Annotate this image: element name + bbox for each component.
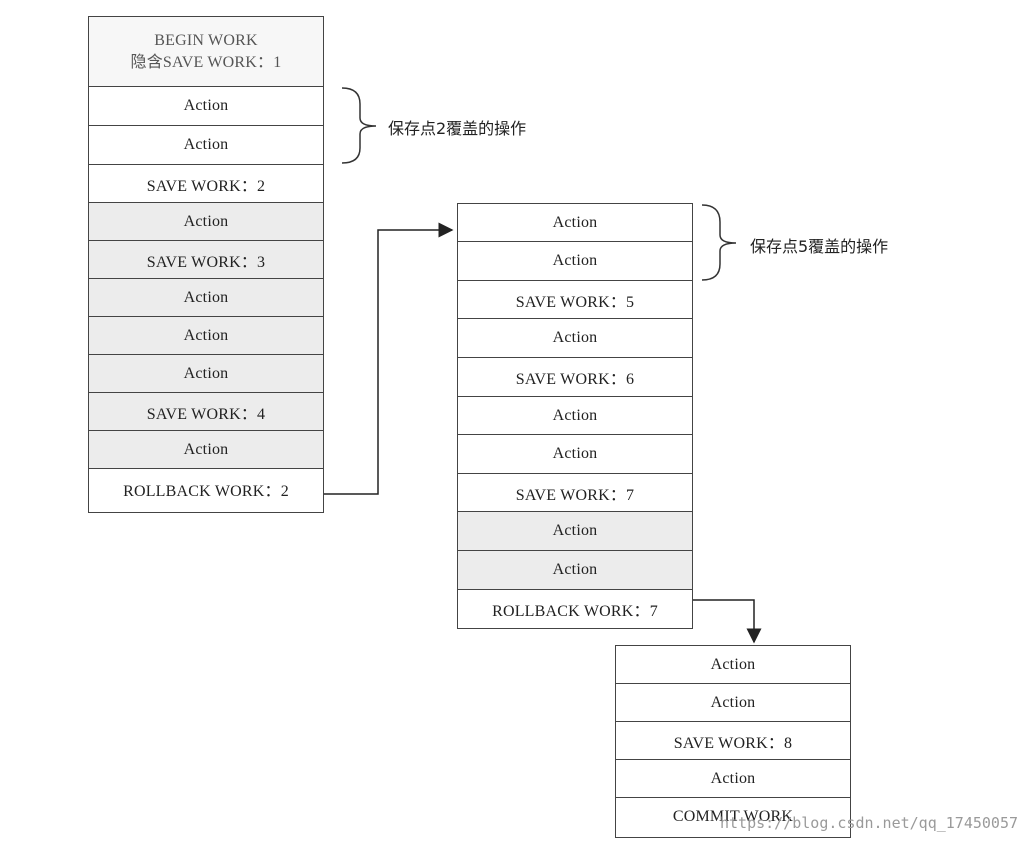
step-cell: Action <box>89 431 323 469</box>
step-cell: Action <box>616 684 850 722</box>
rollback-cell: ROLLBACK WORK：2 <box>123 483 289 500</box>
step-cell: Action <box>458 204 692 242</box>
transaction-column-2: Action Action SAVE WORK：5 Action SAVE WO… <box>457 203 693 629</box>
savepoint-cell: SAVE WORK：7 <box>458 474 692 512</box>
step-cell: Action <box>89 126 323 165</box>
commit-cell: COMMIT WORK <box>672 807 794 825</box>
step-cell: Action <box>458 242 692 281</box>
brace-savepoint2 <box>341 87 377 164</box>
step-cell: Action <box>89 279 323 317</box>
brace-savepoint5 <box>701 204 737 281</box>
savepoint2-annotation: 保存点2覆盖的操作 <box>388 119 527 138</box>
savepoint-cell: SAVE WORK：8 <box>616 722 850 760</box>
rollback-cell: ROLLBACK WORK：7 <box>492 603 658 620</box>
watermark: https://blog.csdn.net/qq_17450057 <box>719 814 1018 832</box>
step-cell: Action <box>458 551 692 590</box>
step-cell: Action <box>616 760 850 798</box>
step-cell: Action <box>458 435 692 474</box>
step-cell: Action <box>89 317 323 355</box>
step-cell: Action <box>89 355 323 393</box>
savepoint-cell: SAVE WORK：5 <box>458 281 692 319</box>
step-cell: Action <box>89 87 323 126</box>
step-cell: Action <box>616 646 850 684</box>
step-cell: Action <box>89 203 323 241</box>
savepoint5-annotation: 保存点5覆盖的操作 <box>750 237 889 256</box>
transaction-column-3: Action Action SAVE WORK：8 Action COMMIT … <box>615 645 851 838</box>
step-cell: Action <box>458 397 692 435</box>
transaction-column-1: BEGIN WORK 隐含SAVE WORK：1 Action Action S… <box>88 16 324 513</box>
implicit-savepoint-label: 隐含SAVE WORK：1 <box>130 53 282 71</box>
savepoint-cell: SAVE WORK：4 <box>89 393 323 431</box>
step-cell: Action <box>458 512 692 551</box>
savepoint-cell: SAVE WORK：2 <box>89 165 323 203</box>
begin-work-cell: BEGIN WORK 隐含SAVE WORK：1 <box>89 17 323 87</box>
begin-work-label: BEGIN WORK <box>154 31 258 49</box>
arrow-rollback2 <box>322 222 454 495</box>
step-cell: Action <box>458 319 692 358</box>
arrow-rollback7 <box>691 599 762 644</box>
savepoint-cell: SAVE WORK：3 <box>89 241 323 279</box>
savepoint-cell: SAVE WORK：6 <box>458 358 692 397</box>
